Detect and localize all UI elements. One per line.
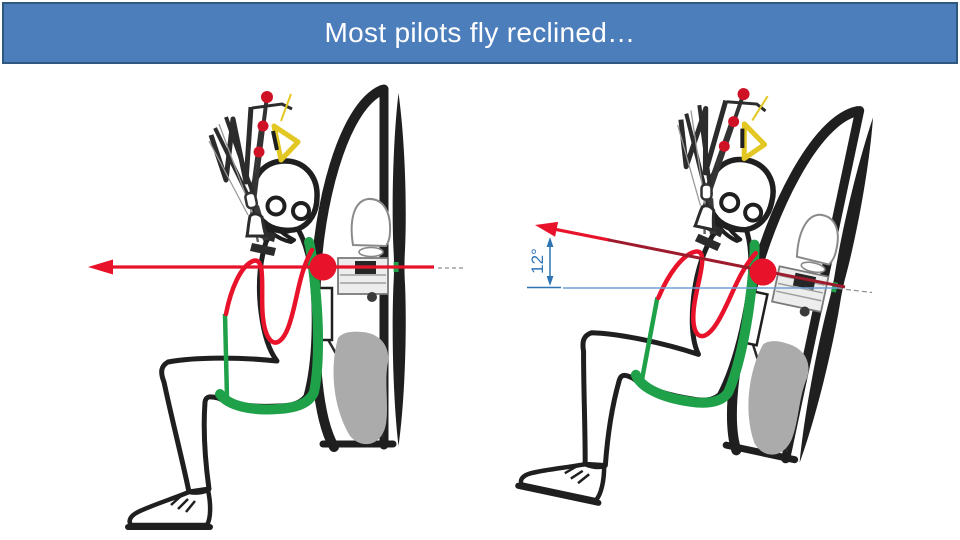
angle-dimension-arrow-down [546, 276, 554, 286]
slide-title: Most pilots fly reclined… [324, 17, 636, 48]
angle-label: 12° [528, 248, 547, 274]
title-bar: Most pilots fly reclined… [2, 2, 958, 64]
thrust-axis-dashes-right [837, 287, 873, 294]
thrust-line-right-bright-segment [551, 227, 611, 242]
right-pilot-figure [518, 57, 881, 540]
angle-dimension-arrow-up [546, 237, 554, 247]
left-pilot-figure [128, 89, 406, 527]
thrust-arrow-left-head [88, 259, 113, 275]
center-of-gravity-dot-right [749, 258, 777, 286]
thrust-line-right [607, 238, 846, 289]
thrust-arrow-right-head [535, 221, 559, 237]
